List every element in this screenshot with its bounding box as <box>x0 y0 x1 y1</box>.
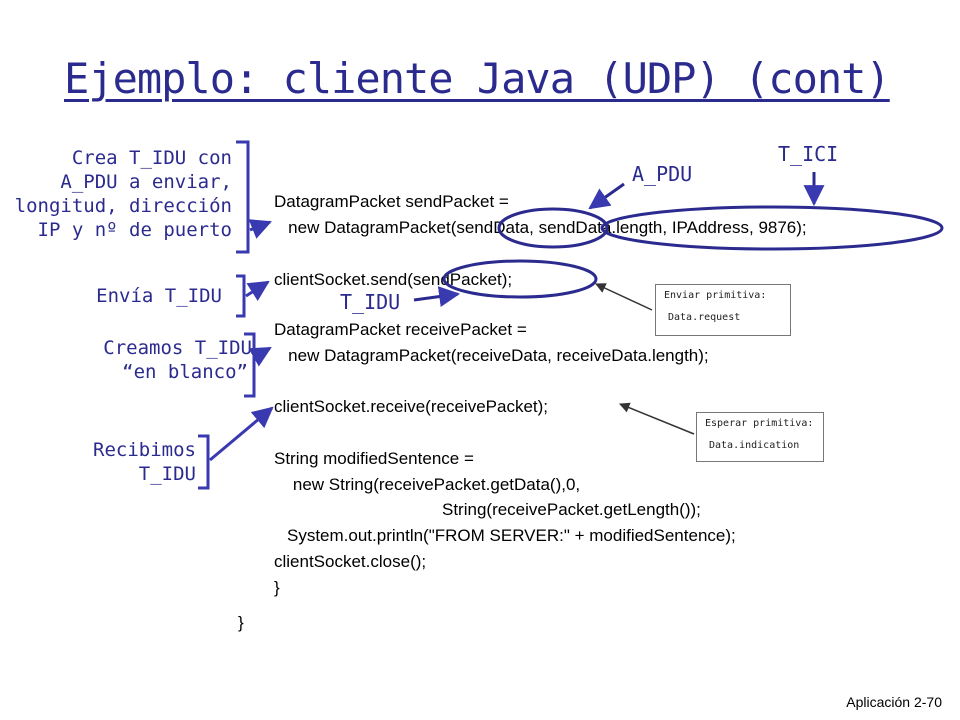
arrow-indication <box>619 402 695 435</box>
ellipse-params <box>600 205 944 251</box>
arrow-create <box>248 219 272 239</box>
arrow-blank <box>248 346 272 367</box>
primitive-request-line2: Data.request <box>668 312 741 323</box>
code-line: DatagramPacket receivePacket = <box>274 320 527 339</box>
note-create-line4: IP y nº de puerto <box>37 219 232 241</box>
code-line: String(receivePacket.getLength()); <box>442 500 701 519</box>
bracket-receive <box>198 434 210 490</box>
arrow-t-idu <box>413 286 461 307</box>
note-create-line3: longitud, dirección <box>14 195 232 217</box>
code-line: new String(receivePacket.getData(),0, <box>274 475 581 494</box>
note-blank-line2: “en blanco” <box>122 361 248 383</box>
note-receive-line2: T_IDU <box>138 463 196 485</box>
ellipse-sendpacket <box>442 259 598 299</box>
label-t-ici: T_ICI <box>778 142 839 166</box>
primitive-request-line1: Enviar primitiva: <box>664 290 767 301</box>
code-line: DatagramPacket sendPacket = <box>274 192 509 211</box>
note-create-line1: Crea T_IDU con <box>71 147 232 169</box>
note-blank-line1: Creamos T_IDU <box>103 337 252 359</box>
code-line: String modifiedSentence = <box>274 449 474 468</box>
label-a-pdu: A_PDU <box>632 162 693 186</box>
label-t-idu: T_IDU <box>340 290 401 314</box>
bracket-blank <box>244 332 256 398</box>
code-line: new DatagramPacket(receiveData, receiveD… <box>274 346 709 365</box>
ellipse-senddata <box>497 207 609 249</box>
code-line: clientSocket.close(); <box>274 552 427 571</box>
bracket-send <box>236 274 246 318</box>
slide-title: Ejemplo: cliente Java (UDP) (cont) <box>64 54 891 103</box>
code-line: clientSocket.send(sendPacket); <box>274 270 513 289</box>
primitive-request-box: Enviar primitiva: Data.request <box>655 284 791 336</box>
code-line: } <box>274 578 280 597</box>
primitive-indication-line2: Data.indication <box>709 440 800 451</box>
arrow-send <box>245 280 270 302</box>
arrow-receive <box>209 406 274 462</box>
code-line: clientSocket.receive(receivePacket); <box>274 397 549 416</box>
code-line: new DatagramPacket(sendData, sendData.le… <box>274 218 807 237</box>
arrow-request <box>595 283 653 311</box>
bracket-create <box>236 140 250 254</box>
note-send: Envía T_IDU <box>96 285 222 307</box>
note-receive-line1: Recibimos <box>93 439 196 461</box>
primitive-indication-line1: Esperar primitiva: <box>705 418 814 429</box>
primitive-indication-box: Esperar primitiva: Data.indication <box>696 412 824 462</box>
code-line: System.out.println("FROM SERVER:" + modi… <box>287 526 736 545</box>
arrow-a-pdu <box>588 182 625 210</box>
footer-page: Aplicación 2-70 <box>846 694 942 710</box>
note-create-line2: A_PDU a enviar, <box>60 171 232 193</box>
code-line: } <box>238 613 244 632</box>
